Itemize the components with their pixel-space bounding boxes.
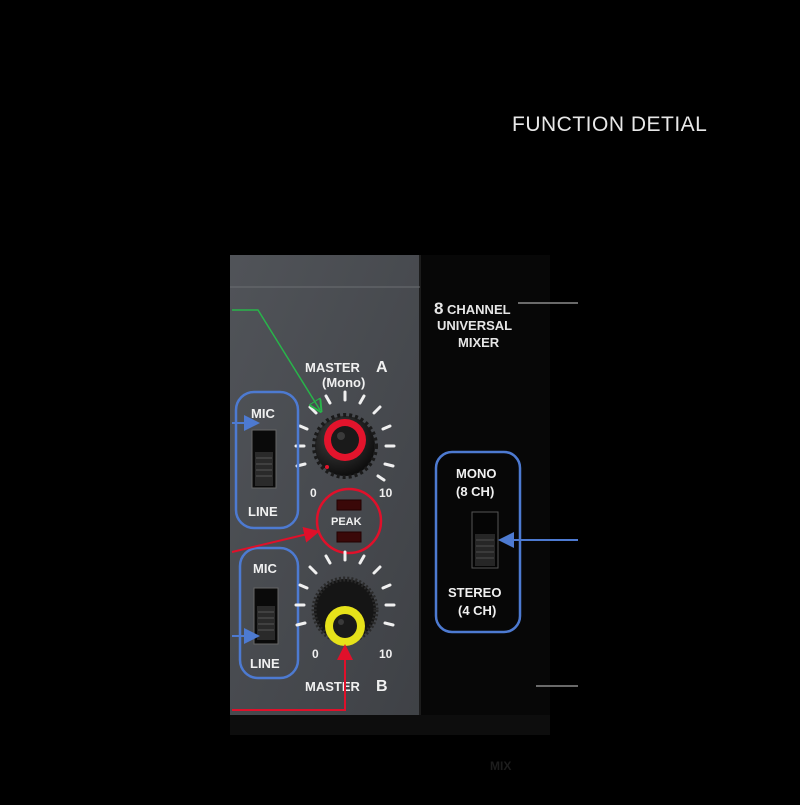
upper-switch-group [234, 390, 300, 530]
mixer-side-panel [420, 255, 550, 735]
red-arrow-master-b [232, 644, 353, 711]
master-a-max: 10 [379, 486, 393, 500]
footer-text: MIX [490, 759, 511, 773]
master-a-knob[interactable] [312, 413, 378, 479]
master-b-scale [294, 550, 396, 627]
mode-bottom-line1: STEREO [448, 585, 501, 600]
mixer-line3: MIXER [458, 335, 500, 350]
green-arrow [232, 309, 320, 410]
mode-top-line1: MONO [456, 466, 496, 481]
mode-switch-toggle[interactable] [475, 534, 495, 566]
master-a-name: MASTER [305, 360, 361, 375]
master-b-letter: B [376, 678, 388, 695]
mode-switch-group [434, 450, 522, 634]
mixer-number: 8 [434, 299, 443, 318]
mode-bottom-line2: (4 CH) [458, 603, 496, 618]
master-a-min: 0 [310, 486, 317, 500]
upper-switch-top: MIC [251, 406, 275, 421]
mixer-line1: CHANNEL [447, 302, 511, 317]
upper-switch-bottom: LINE [248, 504, 278, 519]
peak-indicator [315, 487, 383, 555]
lower-switch-toggle[interactable] [257, 606, 275, 640]
lower-switch-bottom: LINE [250, 656, 280, 671]
mode-top-line2: (8 CH) [456, 484, 494, 499]
red-arrow-peak [231, 526, 320, 553]
master-a-sub: (Mono) [322, 375, 365, 390]
master-b-min: 0 [312, 647, 319, 661]
master-b-name: MASTER [305, 679, 361, 694]
master-b-knob[interactable] [311, 576, 379, 646]
page-heading: FUNCTION DETIAL [512, 113, 708, 136]
master-b-max: 10 [379, 647, 393, 661]
lower-switch-top: MIC [253, 561, 277, 576]
mixer-line2: UNIVERSAL [437, 318, 512, 333]
upper-switch-toggle[interactable] [255, 452, 273, 486]
annotation-arrows [231, 309, 578, 711]
master-a-letter: A [376, 359, 388, 376]
peak-label: PEAK [331, 516, 362, 528]
